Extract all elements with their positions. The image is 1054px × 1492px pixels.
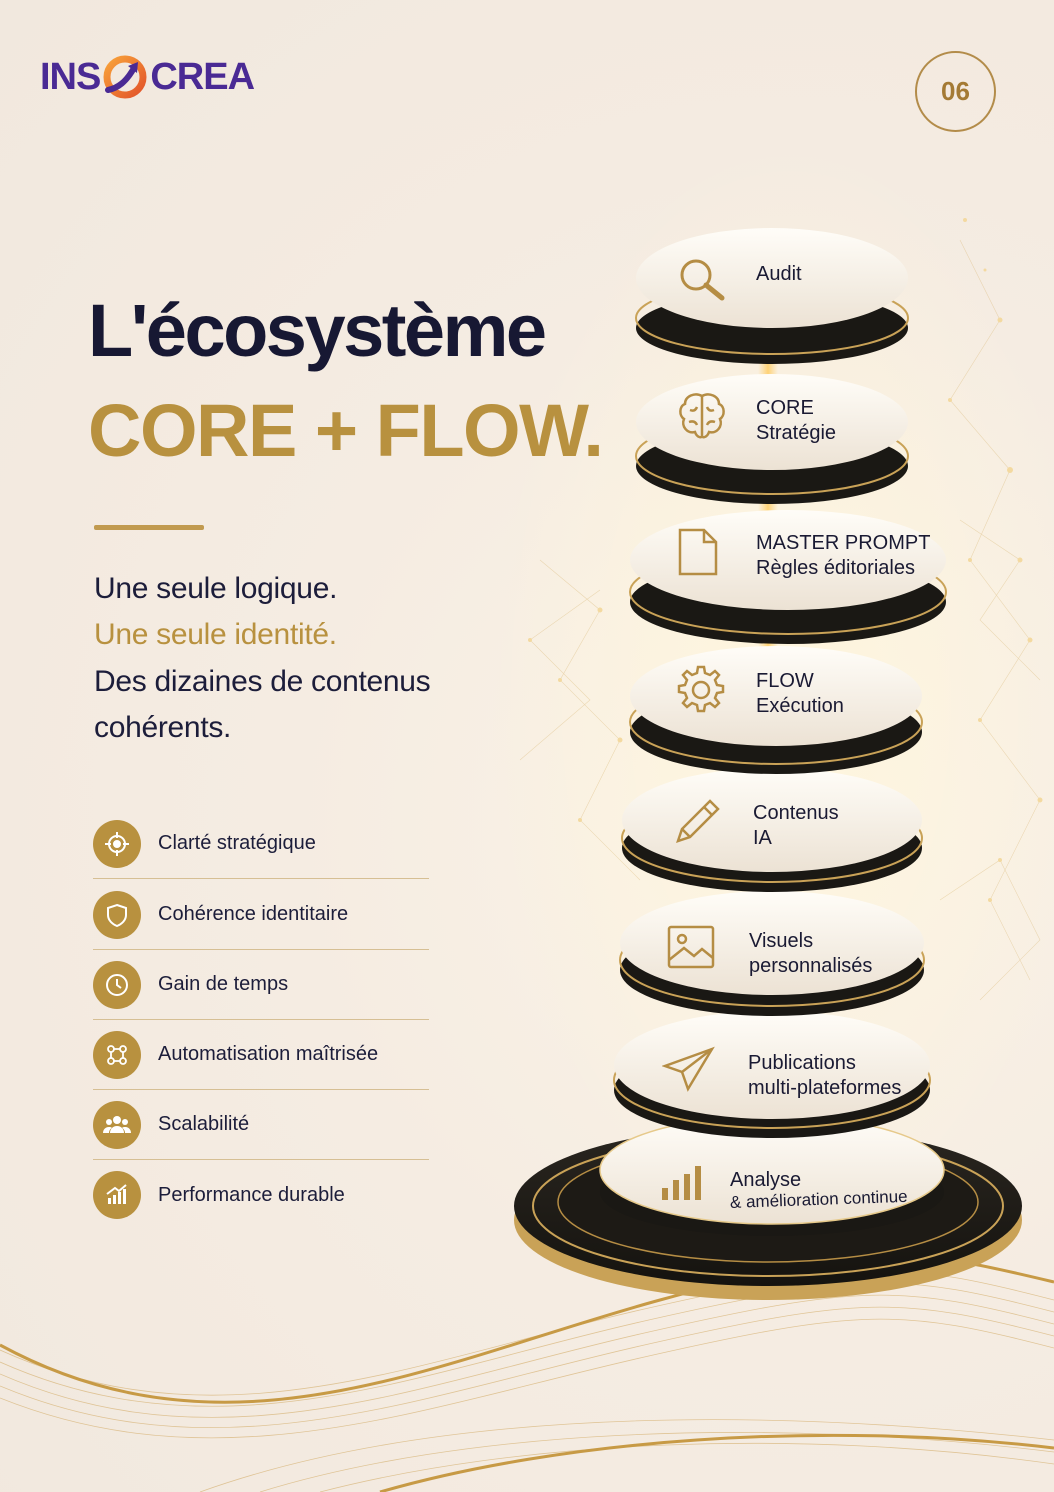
- page-title-line1: L'écosystème: [88, 289, 547, 372]
- step-audit: Audit: [756, 262, 802, 287]
- step-title: Analyse: [730, 1169, 802, 1191]
- search-icon: [676, 256, 734, 304]
- page-title-line2: CORE + FLOW.: [88, 389, 604, 472]
- list-item: Automatisation maîtrisée: [93, 1020, 429, 1090]
- list-item: Cohérence identitaire: [93, 880, 429, 950]
- brand-logo: INS CREA: [40, 52, 255, 102]
- step-title: Audit: [756, 263, 802, 285]
- document-icon: [676, 526, 724, 580]
- step-title: FLOW: [756, 670, 814, 692]
- step-subtitle: Règles éditoriales: [756, 557, 915, 579]
- step-subtitle: Stratégie: [756, 422, 837, 444]
- tagline-line4: cohérents.: [94, 711, 232, 744]
- step-subtitle: Exécution: [756, 695, 844, 717]
- tagline-line2: Une seule identité.: [94, 618, 337, 651]
- benefit-label: Gain de temps: [158, 973, 289, 995]
- page-number-badge: 06: [915, 51, 996, 132]
- growth-chart-icon: [93, 1171, 141, 1219]
- step-subtitle: IA: [753, 827, 772, 849]
- benefit-label: Clarté stratégique: [158, 832, 316, 854]
- step-flow: FLOW Exécution: [756, 669, 844, 719]
- step-subtitle: multi-plateformes: [748, 1077, 902, 1099]
- step-title: MASTER PROMPT: [756, 532, 931, 554]
- step-title: Visuels: [749, 930, 814, 952]
- list-item: Scalabilité: [93, 1090, 429, 1160]
- paper-plane-icon: [661, 1046, 716, 1092]
- benefit-label: Performance durable: [158, 1183, 345, 1206]
- logo-text-left: INS: [40, 55, 101, 98]
- shield-icon: [93, 890, 141, 939]
- title-divider: [94, 525, 204, 530]
- step-subtitle: personnalisés: [749, 955, 873, 977]
- brain-icon: [675, 390, 731, 444]
- tagline-line3: Des dizaines de contenus: [94, 665, 431, 698]
- pencil-icon: [672, 795, 724, 847]
- benefit-label: Automatisation maîtrisée: [158, 1043, 379, 1065]
- target-icon: [93, 819, 141, 868]
- tower-graphic: [514, 228, 1022, 1300]
- step-visuels: Visuels personnalisés: [749, 929, 872, 979]
- people-icon: [93, 1100, 141, 1149]
- gear-icon: [674, 663, 728, 717]
- tagline-line1: Une seule logique.: [94, 572, 338, 605]
- step-title: Contenus: [753, 802, 839, 824]
- list-item: Clarté stratégique: [93, 809, 429, 879]
- image-icon: [666, 924, 718, 972]
- list-item: Performance durable: [93, 1160, 429, 1230]
- logo-text-right: CREA: [150, 55, 255, 98]
- clock-icon: [93, 960, 141, 1009]
- step-contenus: Contenus IA: [753, 801, 839, 851]
- step-analyse: Analyse & amélioration continue: [730, 1168, 908, 1213]
- benefit-label: Cohérence identitaire: [158, 903, 349, 925]
- step-master-prompt: MASTER PROMPT Règles éditoriales: [756, 531, 930, 581]
- ecosystem-tower: Audit CORE Stratégie MASTER PROMPT Règle…: [500, 210, 1040, 1310]
- benefit-label: Scalabilité: [158, 1113, 250, 1135]
- bar-chart-icon: [660, 1164, 706, 1204]
- list-item: Gain de temps: [93, 950, 429, 1020]
- step-title: CORE: [756, 397, 814, 419]
- step-publications: Publications multi-plateformes: [748, 1051, 901, 1101]
- step-title: Publications: [748, 1052, 856, 1074]
- step-core: CORE Stratégie: [756, 396, 836, 446]
- logo-arrow-icon: [102, 54, 148, 100]
- network-icon: [93, 1030, 141, 1079]
